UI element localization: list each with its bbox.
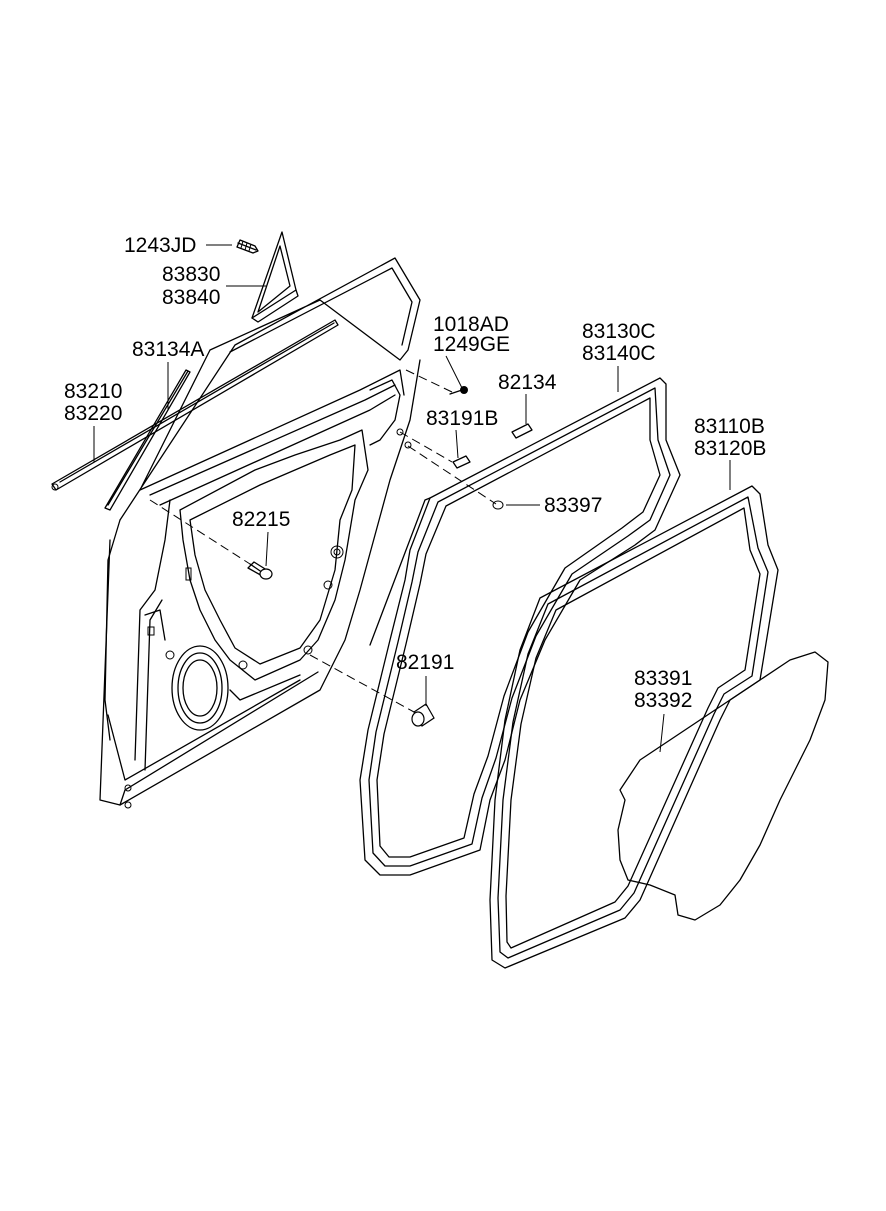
label-83110B: 83110B xyxy=(694,415,765,438)
label-82191: 82191 xyxy=(396,651,455,674)
label-83397: 83397 xyxy=(544,494,603,517)
leader-lines xyxy=(93,244,731,753)
label-1249GE: 1249GE xyxy=(433,333,511,356)
belt-moulding xyxy=(51,319,339,491)
label-83134A: 83134A xyxy=(132,338,205,361)
label-83392: 83392 xyxy=(634,689,693,712)
bolt-1018AD xyxy=(449,386,468,395)
label-83130C: 83130C xyxy=(582,320,656,343)
label-83191B: 83191B xyxy=(426,407,499,430)
label-83210: 83210 xyxy=(64,380,123,403)
sealing-cover xyxy=(617,651,829,921)
label-83391: 83391 xyxy=(634,667,693,690)
bolt-82215 xyxy=(247,561,273,580)
label-82215: 82215 xyxy=(232,508,291,531)
label-83840: 83840 xyxy=(162,286,221,309)
label-83120B: 83120B xyxy=(694,437,767,460)
clip-82134 xyxy=(511,423,533,439)
label-83220: 83220 xyxy=(64,402,123,425)
plug-83397 xyxy=(492,500,504,510)
weatherstrip-door xyxy=(359,377,681,876)
door-panel xyxy=(99,257,421,809)
label-1243JD: 1243JD xyxy=(124,234,197,257)
delta-moulding xyxy=(251,231,299,323)
label-83140C: 83140C xyxy=(582,342,656,365)
weatherstrip-body xyxy=(489,485,779,969)
label-83830: 83830 xyxy=(162,263,221,286)
screw-1243JD xyxy=(236,239,259,254)
label-82134: 82134 xyxy=(498,371,557,394)
label-1018AD: 1018AD xyxy=(433,313,509,336)
bumper-82191 xyxy=(411,703,435,727)
channel-83134A xyxy=(104,369,191,511)
bumper-83191B xyxy=(452,455,471,469)
